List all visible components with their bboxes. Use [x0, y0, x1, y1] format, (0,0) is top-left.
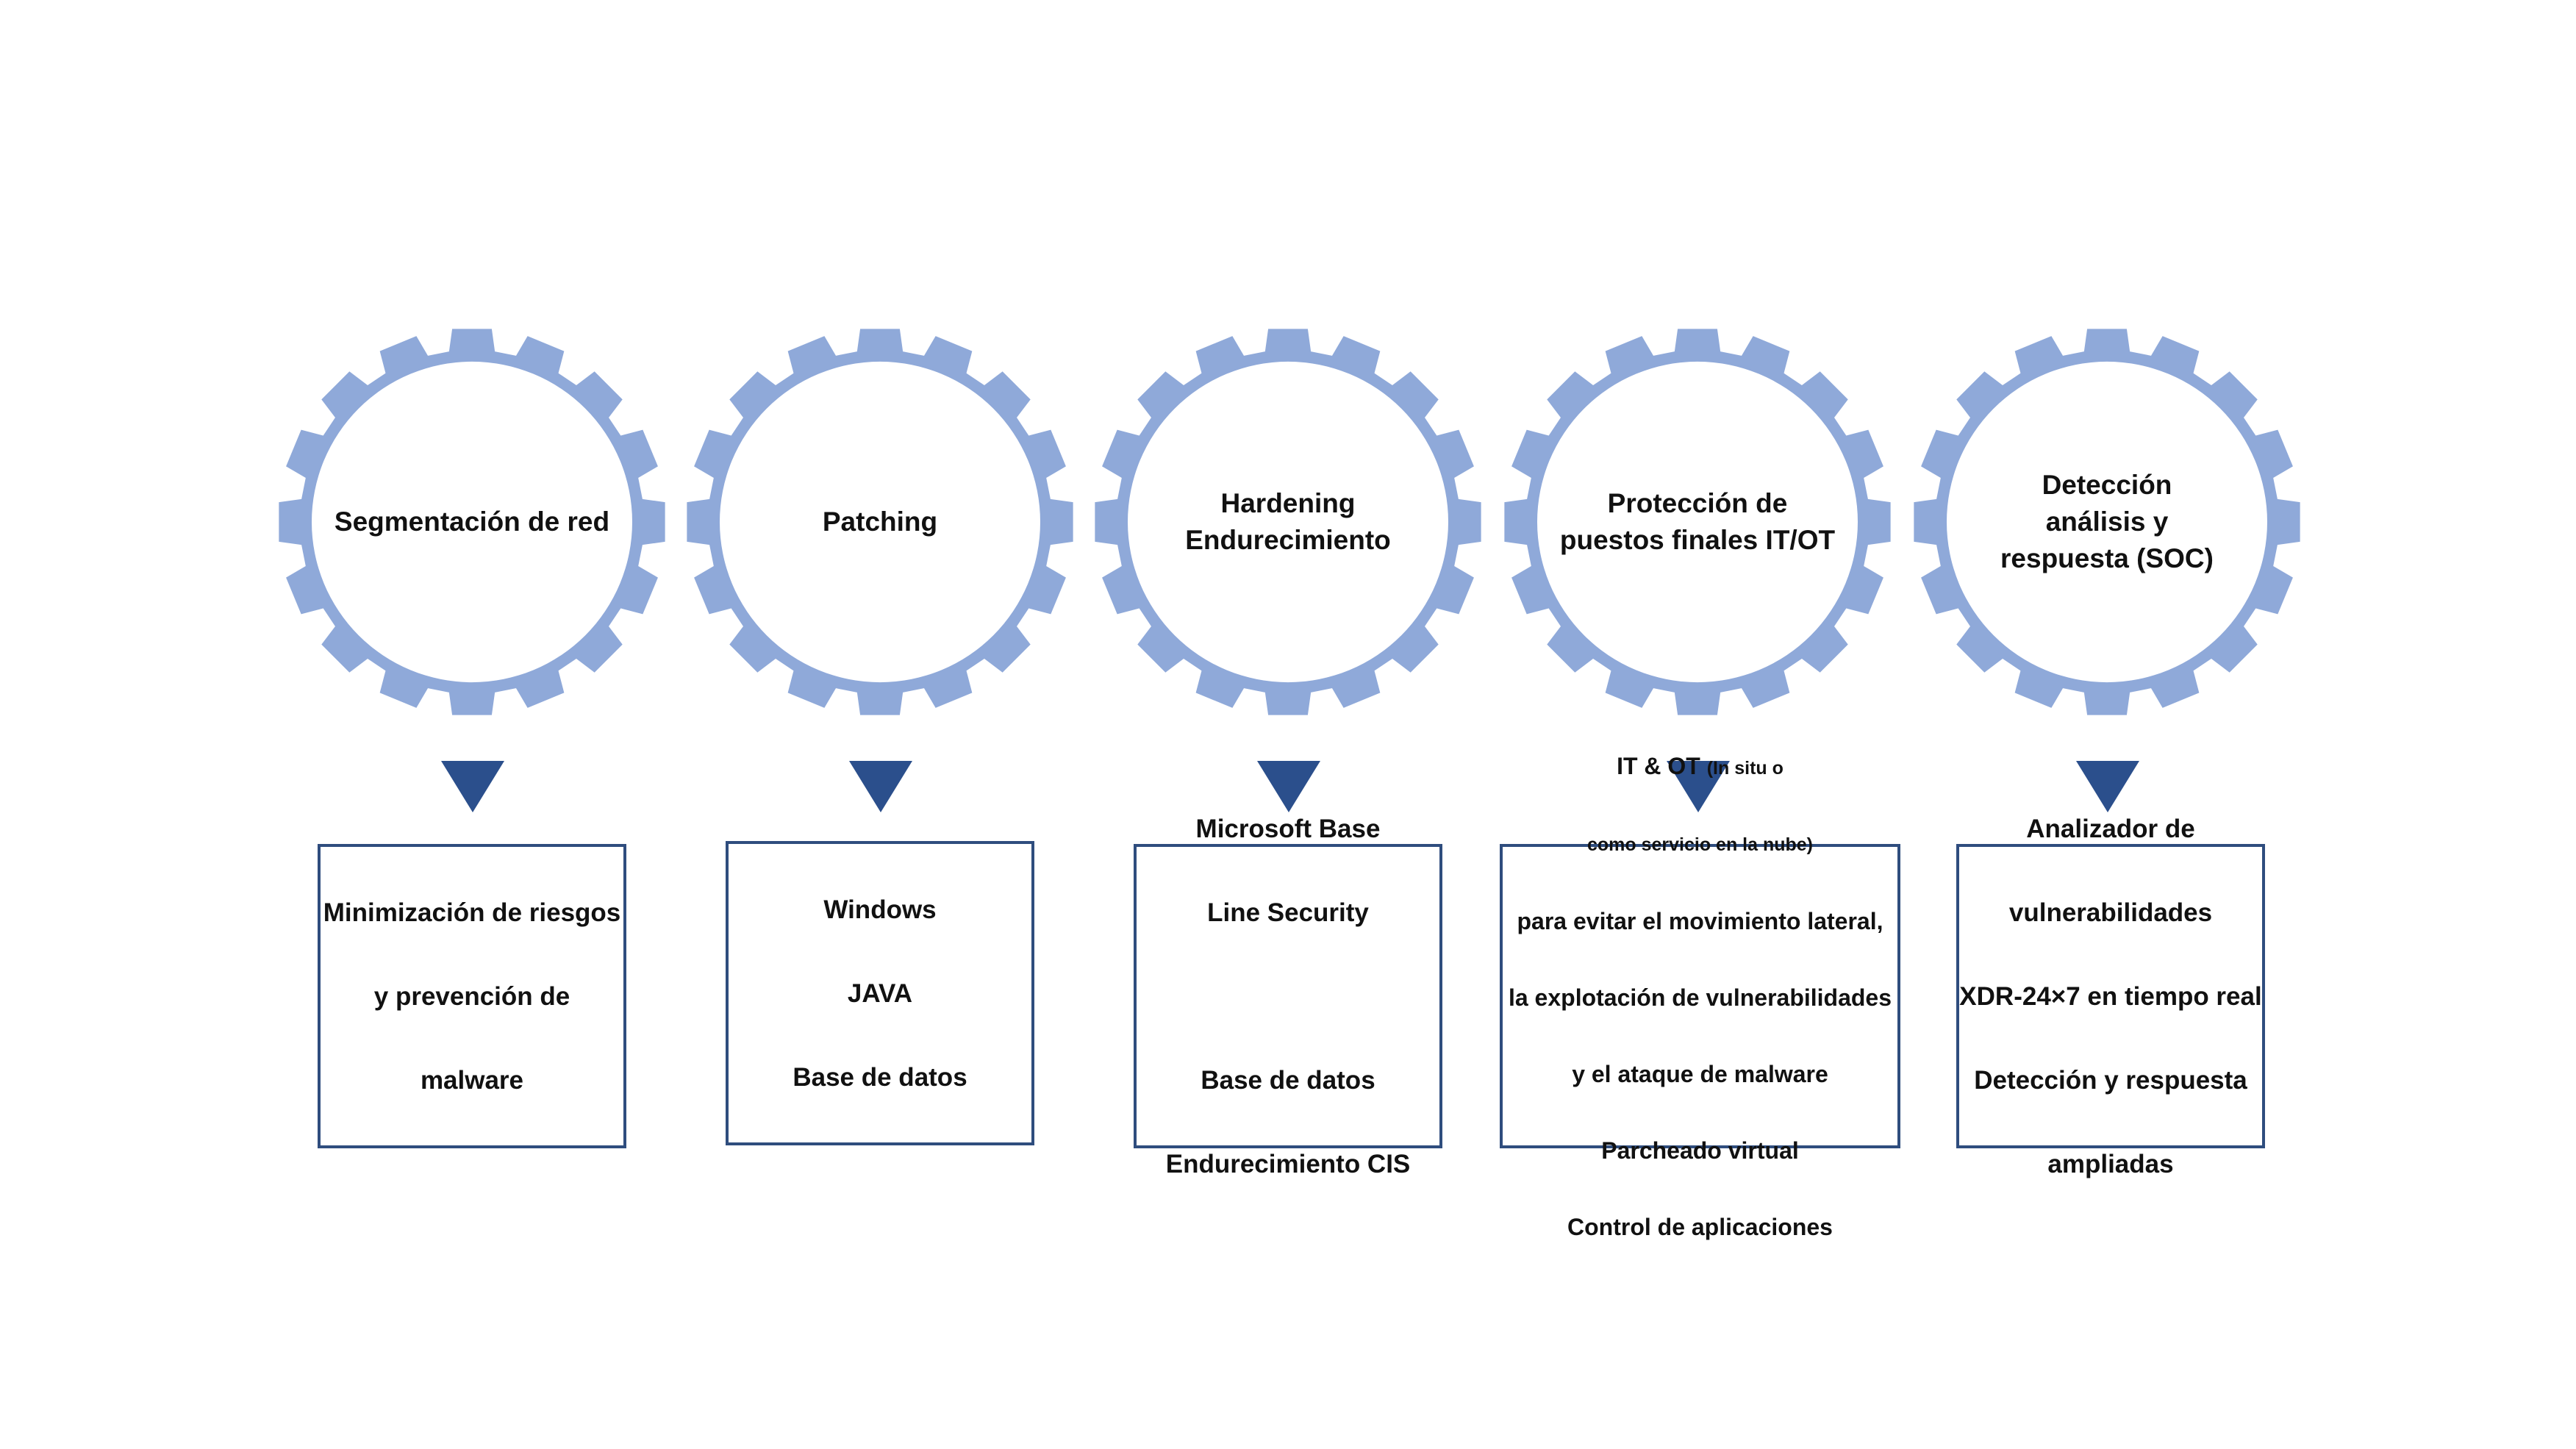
gear-title: Protección de puestos finales IT/OT	[1559, 488, 1836, 555]
box-line	[1166, 976, 1411, 1017]
stage-proteccion: Protección de puestos finales IT/OT IT &…	[1477, 0, 1918, 1449]
stage-deteccion: Detección análisis y respuesta (SOC) Ana…	[1886, 0, 2328, 1449]
stage-description-box: Minimización de riesgos y prevención de …	[318, 844, 626, 1148]
box-line: Line Security	[1207, 898, 1369, 927]
stage-description-box: Microsoft Base Line Security Base de dat…	[1134, 815, 1442, 1178]
down-arrow-icon	[2076, 761, 2139, 812]
stage-hardening: Hardening Endurecimiento Microsoft Base …	[1067, 0, 1509, 1449]
box-line: Base de datos	[793, 1062, 967, 1092]
box-head-small: (In situ o	[1706, 757, 1783, 779]
box-line: malware	[420, 1065, 524, 1095]
box-head: IT & OT	[1617, 752, 1707, 779]
box-line: XDR-24×7 en tiempo real	[1959, 981, 2262, 1011]
box-line: Base de datos	[1201, 1065, 1375, 1095]
stage-description-box: IT & OT (In situ o como servicio en la n…	[1500, 753, 1900, 1240]
box-small-line: como servicio en la nube)	[1586, 834, 1813, 855]
box-line: Minimización de riesgos	[323, 898, 621, 927]
stage-segmentacion: Segmentación de red Minimización de ries…	[251, 0, 693, 1449]
gear-title: Patching	[822, 507, 938, 537]
box-line: Control de aplicaciones	[1567, 1213, 1833, 1240]
box-line: y prevención de	[373, 981, 570, 1011]
box-line: vulnerabilidades	[2008, 898, 2213, 927]
box-head-line: IT & OT (In situ o	[1509, 747, 1892, 787]
box-line: Windows	[823, 895, 937, 924]
stage-description-box: Windows JAVA Base de datos	[726, 841, 1034, 1145]
down-arrow-icon	[849, 761, 912, 812]
box-line: y el ataque de malware	[1572, 1060, 1828, 1087]
box-line: Detección y respuesta	[1974, 1065, 2247, 1095]
gear-title: Detección análisis y respuesta (SOC)	[2000, 470, 2214, 573]
stage-patching: Patching Windows JAVA Base de datos	[659, 0, 1101, 1449]
gear-title: Segmentación de red	[334, 507, 610, 537]
box-line: la explotación de vulnerabilidades	[1508, 984, 1892, 1011]
down-arrow-icon	[441, 761, 504, 812]
box-line: JAVA	[847, 978, 913, 1008]
box-line: Analizador de	[2026, 814, 2195, 843]
down-arrow-icon	[1257, 761, 1320, 812]
box-line: Endurecimiento CIS	[1165, 1149, 1411, 1178]
stage-description-box: Analizador de vulnerabilidades XDR-24×7 …	[1956, 815, 2265, 1178]
box-line: ampliadas	[2047, 1149, 2174, 1178]
box-line: Parcheado virtual	[1601, 1137, 1799, 1164]
gear-title: Hardening Endurecimiento	[1185, 488, 1391, 555]
box-line: Microsoft Base	[1195, 814, 1381, 843]
box-line: para evitar el movimiento lateral,	[1517, 907, 1883, 934]
down-arrow-icon	[1667, 761, 1730, 812]
